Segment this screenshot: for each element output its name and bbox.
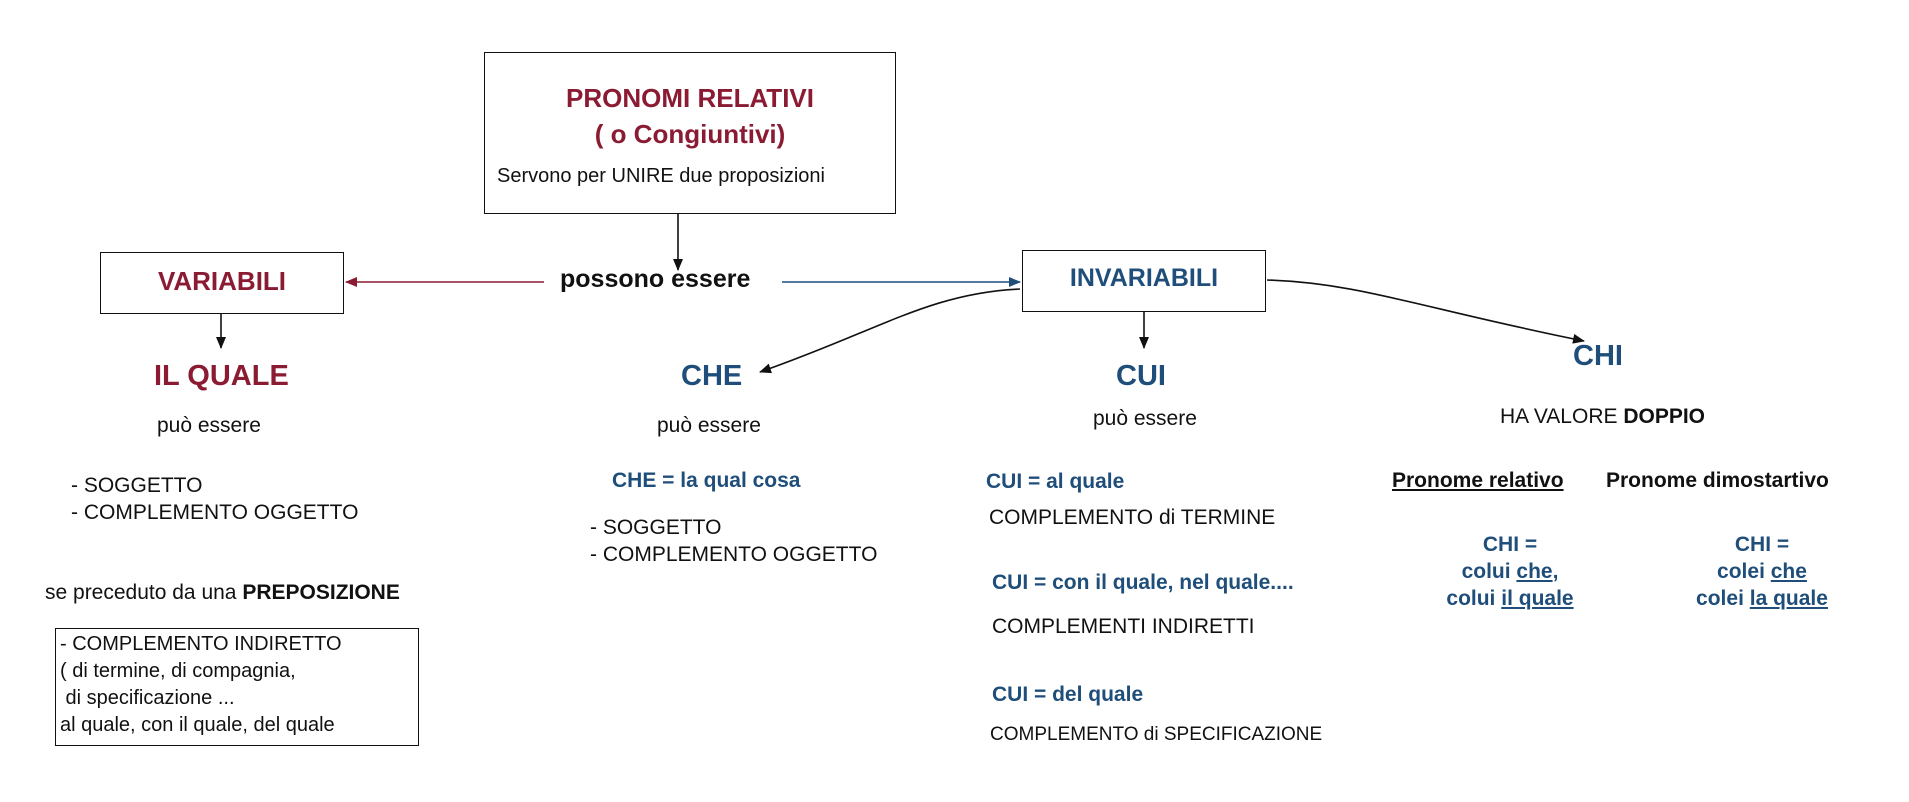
ilquale-function-2: - COMPLEMENTO OGGETTO	[71, 501, 359, 524]
ilquale-function-1: - SOGGETTO	[71, 474, 203, 497]
indirect-complement-box: - COMPLEMENTO INDIRETTO ( di termine, di…	[55, 628, 419, 746]
chi-demonstrative-heading: Pronome dimostartivo	[1606, 469, 1829, 492]
arrow-invariabili-to-che	[759, 288, 1021, 374]
chi-relative-line-3-prefix: colui	[1446, 587, 1502, 610]
chi-demonstrative-block: CHI = colei che colei la quale	[1662, 531, 1862, 612]
cui-function-3: COMPLEMENTO di SPECIFICAZIONE	[990, 724, 1323, 745]
che-function-1: - SOGGETTO	[590, 516, 722, 539]
chi-demonstrative-line-3-underlined: la quale	[1749, 587, 1828, 610]
variabili-label: VARIABILI	[157, 266, 287, 296]
invariabili-box: INVARIABILI	[1022, 250, 1266, 312]
chi-relative-line-2: colui che,	[1410, 558, 1610, 585]
preposition-note-prefix: se preceduto da una	[45, 581, 243, 604]
chi-demonstrative-line-2-prefix: colei	[1717, 560, 1771, 583]
indirect-line-2: ( di termine, di compagnia,	[60, 660, 296, 682]
ilquale-can-be: può essere	[157, 414, 261, 437]
chi-relative-line-2-underlined: che	[1516, 560, 1553, 583]
chi-demonstrative-line-1: CHI =	[1734, 533, 1790, 556]
cui-equivalence-1: CUI = al quale	[986, 470, 1125, 493]
chi-relative-line-2-prefix: colui	[1461, 560, 1517, 583]
chi-demonstrative-line-3: colei la quale	[1662, 585, 1862, 612]
ilquale-label: IL QUALE	[154, 360, 289, 392]
cui-function-1: COMPLEMENTO di TERMINE	[989, 506, 1276, 529]
chi-relative-line-1: CHI =	[1482, 533, 1538, 556]
chi-relative-line-3: colui il quale	[1410, 585, 1610, 612]
cui-can-be: può essere	[1093, 407, 1197, 430]
variabili-box: VARIABILI	[100, 252, 344, 314]
indirect-line-3: di specificazione ...	[60, 687, 235, 709]
root-title-line2: ( o Congiuntivi)	[594, 119, 786, 149]
cui-function-2: COMPLEMENTI INDIRETTI	[992, 615, 1255, 638]
cui-equivalence-2: CUI = con il quale, nel quale....	[992, 571, 1294, 594]
chi-relative-line-2-suffix: ,	[1552, 560, 1559, 583]
preposition-note-bold: PREPOSIZIONE	[242, 581, 400, 604]
chi-demonstrative-line-2: colei che	[1662, 558, 1862, 585]
chi-relative-block: CHI = colui che, colui il quale	[1410, 531, 1610, 612]
chi-demonstrative-line-3-prefix: colei	[1696, 587, 1750, 610]
chi-value: HA VALORE DOPPIO	[1500, 405, 1705, 429]
chi-relative-heading: Pronome relativo	[1392, 469, 1564, 492]
indirect-line-1: - COMPLEMENTO INDIRETTO	[60, 633, 342, 655]
root-title-line1: PRONOMI RELATIVI	[566, 83, 814, 113]
connector-label: possono essere	[560, 265, 751, 293]
cui-label: CUI	[1116, 360, 1166, 392]
invariabili-label: INVARIABILI	[1069, 264, 1219, 292]
chi-value-prefix: HA VALORE	[1500, 405, 1624, 428]
root-subtitle: Servono per UNIRE due proposizioni	[497, 165, 825, 187]
arrow-invariabili-to-chi	[1266, 279, 1585, 344]
che-equivalence: CHE = la qual cosa	[612, 469, 801, 492]
che-label: CHE	[681, 360, 743, 392]
che-can-be: può essere	[657, 414, 761, 437]
chi-value-bold: DOPPIO	[1623, 405, 1706, 428]
preposition-note: se preceduto da una PREPOSIZIONE	[45, 581, 400, 605]
chi-demonstrative-line-2-underlined: che	[1770, 560, 1807, 583]
chi-relative-line-3-underlined: il quale	[1501, 587, 1574, 610]
cui-equivalence-3: CUI = del quale	[992, 683, 1144, 706]
root-box: PRONOMI RELATIVI ( o Congiuntivi) Servon…	[484, 52, 896, 214]
che-function-2: - COMPLEMENTO OGGETTO	[590, 543, 878, 566]
indirect-line-4: al quale, con il quale, del quale	[60, 714, 335, 736]
chi-label: CHI	[1573, 340, 1623, 372]
